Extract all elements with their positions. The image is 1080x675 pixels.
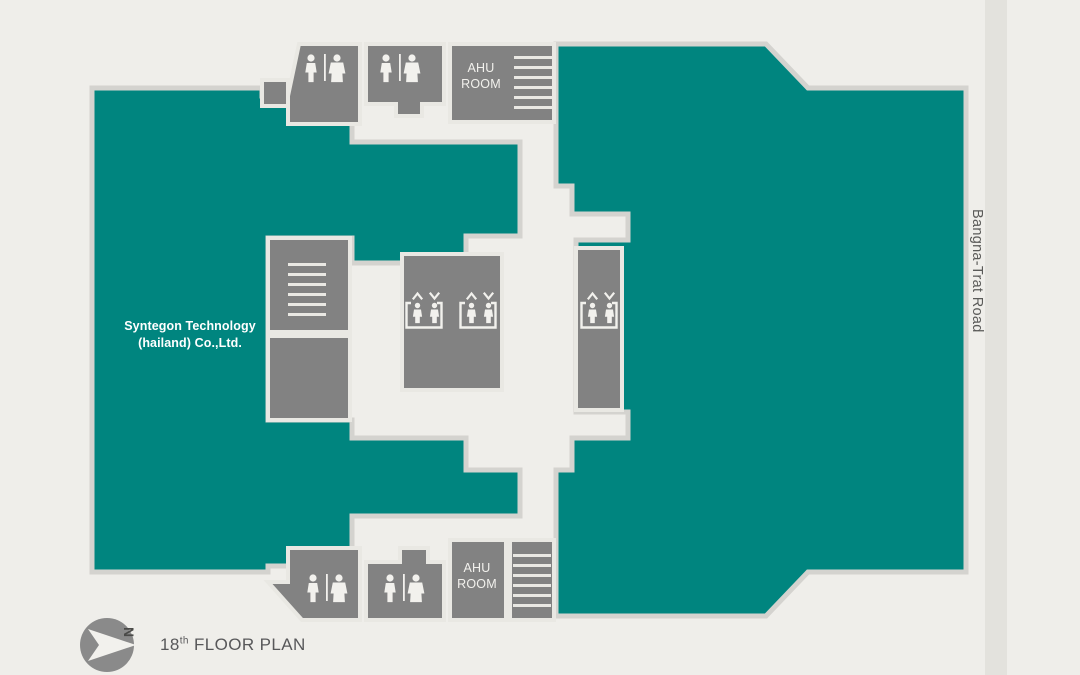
restroom-bottom-left[interactable] [263, 546, 362, 622]
ahu-room-top-label: AHU ROOM [452, 60, 510, 92]
service-nook-top-left [260, 78, 290, 108]
floor-ordinal: th [179, 635, 189, 647]
tenant-area-east [553, 41, 969, 619]
tenant-name-line2: (hailand) Co.,Ltd. [138, 336, 242, 350]
compass-icon [80, 618, 136, 672]
ahu-top-line1: AHU [467, 61, 495, 75]
road-strip [985, 0, 1007, 675]
plan-footer: N 18th FLOOR PLAN [78, 616, 306, 674]
tenant-label: Syntegon Technology (hailand) Co.,Ltd. [100, 318, 280, 352]
floor-number: 18 [160, 635, 180, 654]
ahu-bottom-line1: AHU [463, 561, 491, 575]
service-left-lower[interactable] [266, 334, 352, 422]
ahu-top-line2: ROOM [461, 77, 501, 91]
floor-word: FLOOR PLAN [188, 635, 306, 654]
ahu-room-bottom[interactable] [448, 538, 508, 622]
compass-north-letter: N [121, 626, 138, 638]
compass-wrap: N [78, 616, 138, 674]
ahu-bottom-line2: ROOM [457, 577, 497, 591]
page-title: 18th FLOOR PLAN [160, 635, 306, 655]
elevator-lobby-right[interactable] [574, 246, 624, 412]
road-label: Bangna-Trat Road [969, 209, 985, 333]
ahu-room-bottom-label: AHU ROOM [448, 560, 506, 592]
restroom-top-left[interactable] [286, 42, 362, 126]
stair-left-upper[interactable] [266, 236, 352, 334]
restroom-top-right[interactable] [364, 42, 446, 118]
stair-bottom-right[interactable] [508, 538, 556, 622]
tenant-name-line1: Syntegon Technology [124, 319, 256, 333]
elevator-lobby-center[interactable] [400, 252, 504, 392]
ahu-room-top[interactable] [448, 42, 556, 124]
restroom-bottom-right[interactable] [364, 546, 446, 622]
